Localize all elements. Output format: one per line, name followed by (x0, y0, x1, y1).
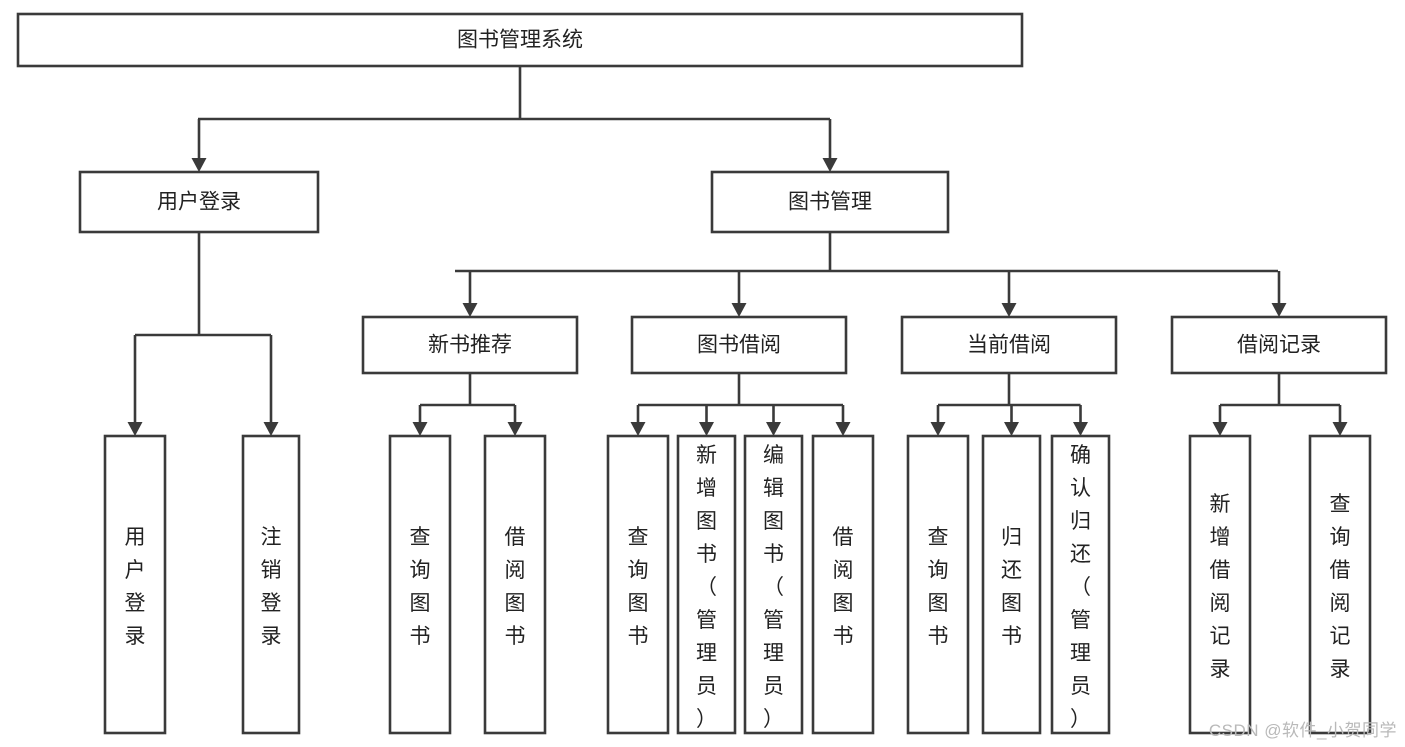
leaf-node[interactable]: 注销登录 (241, 434, 301, 735)
mgmt-to-l3-1-arrowhead (731, 303, 747, 317)
level3-box[interactable] (900, 315, 1118, 375)
level3-label: 当前借阅 (967, 334, 1051, 357)
l3-leaf-3-1-arrowhead (1332, 422, 1348, 436)
leaf-label: 用户登录 (125, 526, 146, 648)
mgmt-to-l3-0-arrowhead (462, 303, 478, 317)
leaf-box[interactable] (606, 434, 670, 735)
root-label: 图书管理系统 (457, 29, 583, 52)
l3-leaf-2-1-arrowhead (1004, 422, 1019, 436)
level3-node[interactable]: 当前借阅 (900, 315, 1118, 375)
leaf-box[interactable] (1308, 434, 1372, 735)
l3-leaf-2-2-arrowhead (1073, 422, 1088, 436)
root-node[interactable]: 图书管理系统 (16, 12, 1024, 68)
leaf-box[interactable] (906, 434, 970, 735)
connectors-layer (127, 66, 1348, 436)
l3-leaf-1-3-arrowhead (835, 422, 851, 436)
l3-leaf-0-0-arrowhead (412, 422, 428, 436)
leaf-label: 注销登录 (261, 526, 282, 648)
leaf-label: 查询图书 (628, 526, 649, 648)
level2-box[interactable] (710, 170, 950, 234)
leaf-box[interactable] (241, 434, 301, 735)
leaf-node[interactable]: 查询图书 (906, 434, 970, 735)
l3-leaf-1-1-arrowhead (699, 422, 714, 436)
leaf-box[interactable] (811, 434, 875, 735)
root-to-l2-1-arrowhead (822, 158, 838, 172)
leaf-node[interactable]: 编辑图书（管理员） (743, 434, 804, 735)
level3-node[interactable]: 新书推荐 (361, 315, 579, 375)
leaf-node[interactable]: 查询图书 (388, 434, 452, 735)
leaf-box[interactable] (1188, 434, 1252, 735)
leaf-box[interactable] (676, 434, 737, 735)
leaf-box[interactable] (388, 434, 452, 735)
l3-leaf-1-2-arrowhead (766, 422, 781, 436)
root-box[interactable] (16, 12, 1024, 68)
l3-leaf-2-0-arrowhead (930, 422, 946, 436)
leaf-label: 确认归还（管理员） (1070, 444, 1091, 731)
level2-label: 图书管理 (788, 191, 872, 214)
boxes-layer: 图书管理系统用户登录图书管理用户登录注销登录新书推荐查询图书借阅图书图书借阅查询… (16, 12, 1388, 735)
leaf-node[interactable]: 查询借阅记录 (1308, 434, 1372, 735)
leaf-node[interactable]: 确认归还（管理员） (1050, 434, 1111, 735)
leaf-box[interactable] (981, 434, 1042, 735)
level3-box[interactable] (1170, 315, 1388, 375)
leaf-label: 编辑图书（管理员） (763, 444, 784, 731)
level3-label: 新书推荐 (428, 334, 512, 357)
leaf-label: 新增借阅记录 (1210, 493, 1231, 681)
leaf-node[interactable]: 查询图书 (606, 434, 670, 735)
leaf-label: 查询图书 (410, 526, 431, 648)
leaf-box[interactable] (483, 434, 547, 735)
login-leaf-0-arrowhead (127, 422, 143, 436)
mgmt-to-l3-3-arrowhead (1271, 303, 1287, 317)
leaf-label: 查询图书 (928, 526, 949, 648)
leaf-box[interactable] (103, 434, 167, 735)
l3-leaf-0-1-arrowhead (507, 422, 523, 436)
level3-node[interactable]: 图书借阅 (630, 315, 848, 375)
level2-node[interactable]: 用户登录 (78, 170, 320, 234)
login-leaf-1-arrowhead (263, 422, 279, 436)
leaf-label: 新增图书（管理员） (696, 444, 717, 731)
leaf-node[interactable]: 借阅图书 (811, 434, 875, 735)
leaf-node[interactable]: 归还图书 (981, 434, 1042, 735)
level3-node[interactable]: 借阅记录 (1170, 315, 1388, 375)
leaf-node[interactable]: 新增图书（管理员） (676, 434, 737, 735)
leaf-node[interactable]: 借阅图书 (483, 434, 547, 735)
watermark-text: CSDN @软件_小贺同学 (1208, 721, 1397, 740)
level3-label: 借阅记录 (1237, 334, 1321, 357)
leaf-label: 查询借阅记录 (1330, 493, 1351, 681)
leaf-label: 借阅图书 (833, 526, 854, 648)
l3-leaf-3-0-arrowhead (1212, 422, 1228, 436)
leaf-box[interactable] (1050, 434, 1111, 735)
leaf-node[interactable]: 用户登录 (103, 434, 167, 735)
level2-label: 用户登录 (157, 191, 241, 214)
level3-label: 图书借阅 (697, 334, 781, 357)
level2-node[interactable]: 图书管理 (710, 170, 950, 234)
level3-box[interactable] (361, 315, 579, 375)
root-to-l2-0-arrowhead (191, 158, 207, 172)
mgmt-to-l3-2-arrowhead (1001, 303, 1017, 317)
leaf-label: 借阅图书 (505, 526, 526, 648)
leaf-box[interactable] (743, 434, 804, 735)
l3-leaf-1-0-arrowhead (630, 422, 646, 436)
leaf-node[interactable]: 新增借阅记录 (1188, 434, 1252, 735)
leaf-label: 归还图书 (1001, 526, 1022, 648)
level2-box[interactable] (78, 170, 320, 234)
level3-box[interactable] (630, 315, 848, 375)
